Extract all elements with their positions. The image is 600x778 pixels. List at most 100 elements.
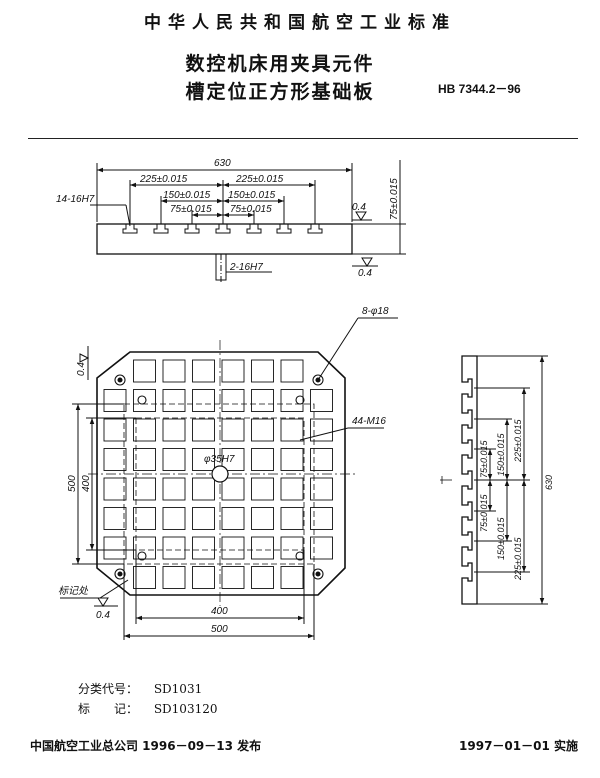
grid-cell (192, 477, 215, 501)
grid-cell (280, 359, 304, 383)
grid-cell (133, 389, 156, 412)
dim-500-horizontal: 500 (211, 624, 228, 635)
grid-cell (251, 507, 274, 530)
classification-row: 分类代号： SD1031 (78, 680, 202, 697)
grid-cell (251, 359, 274, 383)
grid-cell (192, 566, 215, 589)
mark-value: SD103120 (153, 702, 218, 716)
grid-cell (162, 389, 186, 412)
grid-cell (280, 566, 304, 589)
side-dim-225-top: 225±0.015 (513, 419, 523, 463)
header-rule (28, 138, 578, 139)
grid-cell (162, 448, 186, 471)
grid-cell (192, 389, 215, 412)
grid-cell (133, 418, 156, 442)
grid-cell (310, 477, 333, 501)
doc-title-line2: 槽定位正方形基础板 (185, 81, 375, 103)
mark-label: 标 记： (78, 702, 139, 716)
plan-flatness-left: 0.4 (76, 362, 87, 376)
mark-location-label: 标记处 (58, 585, 89, 597)
grid-cell (192, 507, 215, 530)
grid-cell (192, 448, 215, 471)
grid-cell (162, 477, 186, 501)
dim-75-right: 75±0.015 (230, 204, 272, 215)
grid-cell (162, 566, 186, 589)
grid-cell (221, 418, 245, 442)
grid-cell (162, 418, 186, 442)
dim-150-left: 150±0.015 (163, 190, 211, 201)
grid-cell (280, 536, 304, 560)
grid-cell (251, 389, 274, 412)
grid-cell (162, 359, 186, 383)
classification-value: SD1031 (153, 682, 203, 696)
grid-cell (251, 536, 274, 560)
grid-cell (103, 536, 127, 560)
plan-view-labels: 8-φ18 44-M16 φ35H7 500 400 400 500 标记处 0… (58, 306, 389, 635)
bottom-slot-label: 2-16H7 (229, 262, 263, 273)
grid-cell (162, 507, 186, 530)
doc-title-line1: 数控机床用夹具元件 (185, 53, 375, 75)
slot-spec-label: 14-16H7 (56, 194, 95, 205)
standard-header: 中华人民共和国航空工业标准 (144, 13, 456, 33)
dim-400-horizontal: 400 (211, 606, 228, 617)
grid-cell (221, 359, 245, 383)
grid-cell (103, 448, 127, 471)
grid-cell (310, 448, 333, 471)
side-dim-75-bottom: 75±0.015 (479, 494, 489, 532)
dim-75-left: 75±0.015 (170, 204, 212, 215)
grid-cell (280, 507, 304, 530)
front-view-labels: 630 225±0.015 225±0.015 150±0.015 150±0.… (56, 158, 400, 279)
side-view (440, 355, 548, 605)
grid-cell (221, 389, 245, 412)
side-dim-630: 630 (544, 475, 554, 490)
grid-cell (133, 536, 156, 560)
side-view-labels: 630 225±0.015 150±0.015 75±0.015 75±0.01… (479, 419, 554, 581)
dim-overall-width: 630 (214, 158, 231, 169)
grid-cell (221, 566, 245, 589)
grid-cell (103, 507, 127, 530)
grid-cell (133, 359, 156, 383)
grid-cell (221, 477, 245, 501)
grid-cell (280, 389, 304, 412)
grid-cell (310, 507, 333, 530)
dim-side-75: 75±0.015 (389, 178, 400, 220)
dim-400-vertical: 400 (81, 475, 92, 492)
grid-cell (251, 477, 274, 501)
grid-cell (103, 389, 127, 412)
grid-cell (192, 536, 215, 560)
standard-code: HB 7344.2－96 (438, 82, 521, 96)
grid-cell (280, 477, 304, 501)
side-dim-150-bottom: 150±0.015 (496, 517, 506, 560)
grid-cell (221, 536, 245, 560)
grid-cell (280, 448, 304, 471)
tapped-label: 44-M16 (352, 416, 386, 427)
side-dim-225-bottom: 225±0.015 (513, 537, 523, 581)
grid-cell (280, 418, 304, 442)
issuer-text: 中国航空工业总公司 1996－09－13 发布 (30, 739, 262, 753)
classification-label: 分类代号： (78, 682, 139, 696)
grid-cell (103, 477, 127, 501)
grid-cell (133, 448, 156, 471)
holes-label: 8-φ18 (362, 306, 389, 317)
grid-cell (221, 448, 245, 471)
grid-cell (192, 359, 215, 383)
grid-cell (103, 418, 127, 442)
plan-view (60, 317, 398, 640)
dim-225-right: 225±0.015 (235, 174, 284, 185)
grid-cell (251, 566, 274, 589)
dim-150-right: 150±0.015 (228, 190, 276, 201)
dim-500-vertical: 500 (67, 475, 78, 492)
grid-cell (310, 536, 333, 560)
center-bore-label: φ35H7 (204, 454, 235, 465)
mark-row: 标 记： SD103120 (78, 700, 217, 717)
flatness-label-a: 0.4 (352, 202, 366, 213)
flatness-label-b: 0.4 (358, 268, 372, 279)
dim-225-left: 225±0.015 (139, 174, 188, 185)
side-dim-150-top: 150±0.015 (496, 433, 506, 476)
grid-cell (192, 418, 215, 442)
grid-cell (133, 507, 156, 530)
effective-date: 1997－01－01 实施 (459, 739, 578, 753)
grid-cell (221, 507, 245, 530)
plan-flatness-bottom: 0.4 (96, 610, 110, 621)
